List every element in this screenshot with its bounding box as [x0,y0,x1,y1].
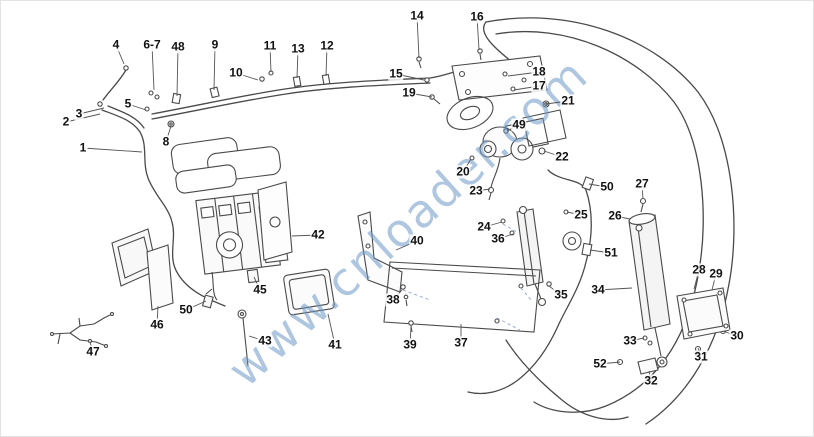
part-label: 13 [290,41,306,56]
part-label: 42 [310,227,326,242]
part-label: 16 [469,9,485,24]
part-label: 51 [603,245,619,260]
part-label: 17 [531,78,547,93]
part-label: 31 [693,349,709,364]
part-label: 24 [476,219,492,234]
part-label: 12 [319,38,335,53]
part-label: 43 [257,333,273,348]
part-label: 4 [111,37,121,52]
part-label: 50 [599,179,615,194]
part-label: 41 [327,337,343,352]
part-label: 49 [511,117,527,132]
part-label: 33 [622,333,638,348]
part-label: 27 [634,176,650,191]
part-label: 29 [708,266,724,281]
part-label: 18 [531,64,547,79]
part-label: 6-7 [142,37,162,52]
part-label: 32 [643,373,659,388]
part-label: 34 [590,282,606,297]
part-label: 39 [402,337,418,352]
part-label: 46 [149,317,165,332]
part-label: 36 [490,231,506,246]
leader-line [82,147,143,153]
part-label: 26 [607,208,623,223]
part-label: 9 [210,37,220,52]
part-label: 8 [161,134,171,149]
part-label: 52 [592,356,608,371]
part-label: 30 [729,328,745,343]
part-label: 25 [573,207,589,222]
part-label: 2 [61,114,71,129]
leader-line [213,44,216,91]
part-label: 21 [560,93,576,108]
part-label: 40 [409,233,425,248]
part-label: 19 [401,85,417,100]
part-label: 5 [123,96,133,111]
part-label: 3 [74,106,84,121]
leader-line [151,44,155,91]
part-label: 48 [170,39,186,54]
leader-line [176,46,179,97]
part-label: 10 [228,65,244,80]
part-label: 14 [409,8,425,23]
part-label: 15 [388,66,404,81]
part-label: 22 [554,149,570,164]
part-label: 1 [78,140,88,155]
part-label: 47 [85,344,101,359]
part-label: 45 [252,282,268,297]
part-label: 37 [453,335,469,350]
part-label: 38 [385,292,401,307]
leader-line [416,15,420,59]
part-label: 11 [262,38,278,53]
part-label: 28 [691,262,707,277]
part-label: 23 [468,183,484,198]
part-label: 50 [178,302,194,317]
part-label: 20 [455,164,471,179]
part-label: 35 [553,287,569,302]
